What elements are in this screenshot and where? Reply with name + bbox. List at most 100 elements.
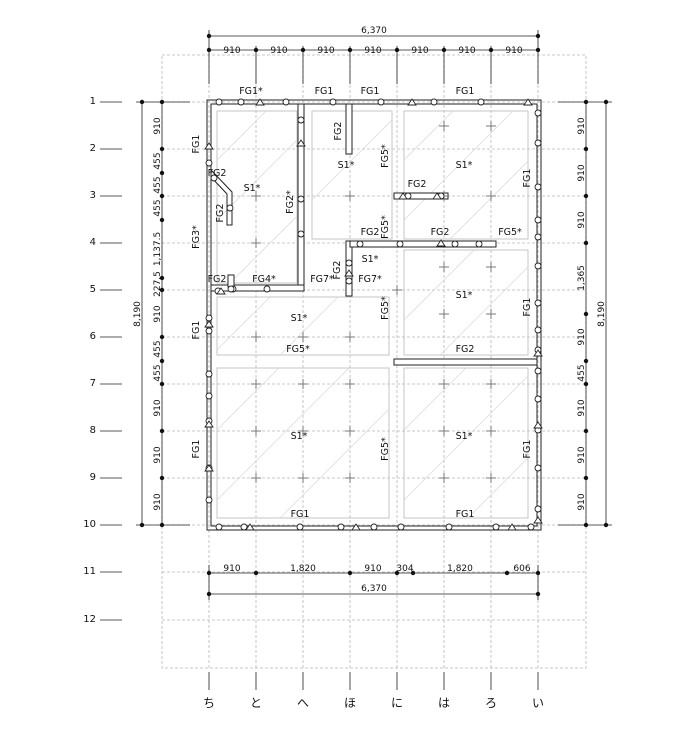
right-dim-8: 910: [577, 446, 587, 463]
top-dim-5: 910: [411, 46, 428, 56]
column-label-ho: ほ: [344, 696, 356, 710]
column-label-ticks: [208, 672, 539, 690]
left-dim-1: 910: [153, 117, 163, 134]
slab-label: S1*: [291, 431, 308, 442]
left-dimension-lines: [136, 99, 190, 528]
slab-label: S1*: [362, 254, 379, 265]
slab-label: S1*: [456, 290, 473, 301]
row-label-3: 3: [90, 190, 96, 201]
beam-label: FG2: [208, 274, 227, 285]
beam-label: FG1: [522, 440, 533, 459]
beam-label: FG5*: [380, 215, 391, 239]
top-dim-7: 910: [505, 46, 522, 56]
beam-label: FG2*: [285, 190, 296, 214]
beam-label: FG5*: [380, 144, 391, 168]
row-label-9: 9: [90, 472, 96, 483]
row-label-8: 8: [90, 425, 96, 436]
beam-label: FG2: [408, 179, 427, 190]
left-dim-5: 1,137.5: [153, 232, 163, 266]
beam-label: FG5*: [498, 227, 522, 238]
beam-label: FG1: [291, 509, 310, 520]
top-total-dimension: 6,370: [361, 26, 387, 36]
bottom-dim-4: 304: [396, 564, 413, 574]
row-label-ticks: [100, 101, 122, 621]
left-dim-10: 910: [153, 399, 163, 416]
row-label-12: 12: [83, 614, 96, 625]
left-dim-6: 227.5: [153, 271, 163, 297]
beam-label: FG5*: [380, 296, 391, 320]
beam-label: FG4*: [252, 274, 276, 285]
left-total-dimension: 8,190: [133, 301, 143, 327]
right-dim-3: 910: [577, 211, 587, 228]
right-dimension-lines: [558, 99, 612, 528]
beam-label: FG1: [315, 86, 334, 97]
beam-label: FG1: [456, 509, 475, 520]
left-dim-9: 455: [153, 364, 163, 381]
left-dim-12: 910: [153, 493, 163, 510]
row-label-7: 7: [90, 378, 96, 389]
beam-label: FG3*: [191, 225, 202, 249]
beam-label: FG2: [456, 344, 475, 355]
top-dim-3: 910: [317, 46, 334, 56]
beam-label: FG7*: [310, 274, 334, 285]
column-label-ni: に: [391, 696, 403, 710]
left-dim-11: 910: [153, 446, 163, 463]
right-dim-9: 910: [577, 493, 587, 510]
beam-label: FG1*: [239, 86, 263, 97]
top-dim-2: 910: [270, 46, 287, 56]
right-dim-4: 1,365: [577, 265, 587, 291]
beam-label: FG2: [333, 122, 344, 141]
column-label-ro: ろ: [485, 696, 497, 710]
beam-label: FG1: [522, 298, 533, 317]
bottom-dimension-lines: [206, 565, 541, 600]
slab-label: S1*: [456, 160, 473, 171]
room-outlines: [216, 110, 529, 519]
beam-label: FG1: [456, 86, 475, 97]
row-label-11: 11: [83, 566, 96, 577]
right-dim-2: 910: [577, 164, 587, 181]
beam-label: FG2: [431, 227, 450, 238]
slab-label: S1*: [338, 160, 355, 171]
right-total-dimension: 8,190: [597, 301, 607, 327]
left-dim-3: 455: [153, 176, 163, 193]
top-dimension-lines: [206, 30, 541, 84]
bottom-dim-3: 910: [364, 564, 381, 574]
slab-label: S1*: [291, 313, 308, 324]
left-dim-7: 910: [153, 305, 163, 322]
slab-label: S1*: [244, 183, 261, 194]
bottom-dim-6: 606: [513, 564, 530, 574]
slab-label: S1*: [456, 431, 473, 442]
beam-label: FG1: [191, 321, 202, 340]
beam-label: FG1: [522, 169, 533, 188]
row-label-2: 2: [90, 143, 96, 154]
beam-label: FG1: [191, 440, 202, 459]
column-label-chi: ち: [203, 696, 215, 710]
top-dim-4: 910: [364, 46, 381, 56]
beam-label: FG1: [191, 135, 202, 154]
top-dim-1: 910: [223, 46, 240, 56]
row-label-10: 10: [83, 519, 96, 530]
beam-label: FG2: [208, 168, 227, 179]
row-label-1: 1: [90, 96, 96, 107]
column-label-to: と: [250, 696, 262, 710]
beam-label: FG5*: [286, 344, 310, 355]
left-dim-4: 455: [153, 199, 163, 216]
bottom-dim-2: 1,820: [290, 564, 316, 574]
beam-label: FG2: [332, 261, 343, 280]
row-label-5: 5: [90, 284, 96, 295]
column-label-ha: は: [438, 696, 450, 710]
bottom-dim-1: 910: [223, 564, 240, 574]
column-label-i: い: [532, 696, 544, 710]
left-dim-2: 455: [153, 152, 163, 169]
column-label-he: へ: [297, 696, 309, 710]
right-dim-6: 455: [577, 364, 587, 381]
row-label-6: 6: [90, 331, 96, 342]
bottom-total-dimension: 6,370: [361, 584, 387, 594]
slab-crosses: [251, 121, 496, 483]
bottom-dim-5: 1,820: [447, 564, 473, 574]
row-label-4: 4: [90, 237, 96, 248]
right-dim-1: 910: [577, 117, 587, 134]
slab-hatching: [216, 110, 529, 519]
right-dim-5: 910: [577, 328, 587, 345]
